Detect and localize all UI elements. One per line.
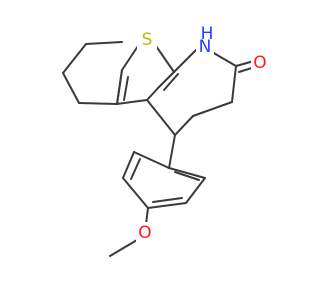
carbonyl-oxygen-label: O [253,53,266,73]
sulfur-atom-label: S [142,30,153,50]
nh-hydrogen-label: H [201,24,214,44]
molecule-structure: S H N O O [62,24,267,257]
methoxy-group [109,207,149,257]
nitrogen-atom-label: N [199,37,212,57]
cyclohexane-ring [62,41,123,105]
pyridinone-ring [146,49,237,136]
thiophene-ring [116,45,179,105]
methoxyphenyl-ring [122,134,206,209]
methoxy-oxygen-label: O [138,223,151,243]
molecule-diagram: S H N O O [62,24,267,257]
